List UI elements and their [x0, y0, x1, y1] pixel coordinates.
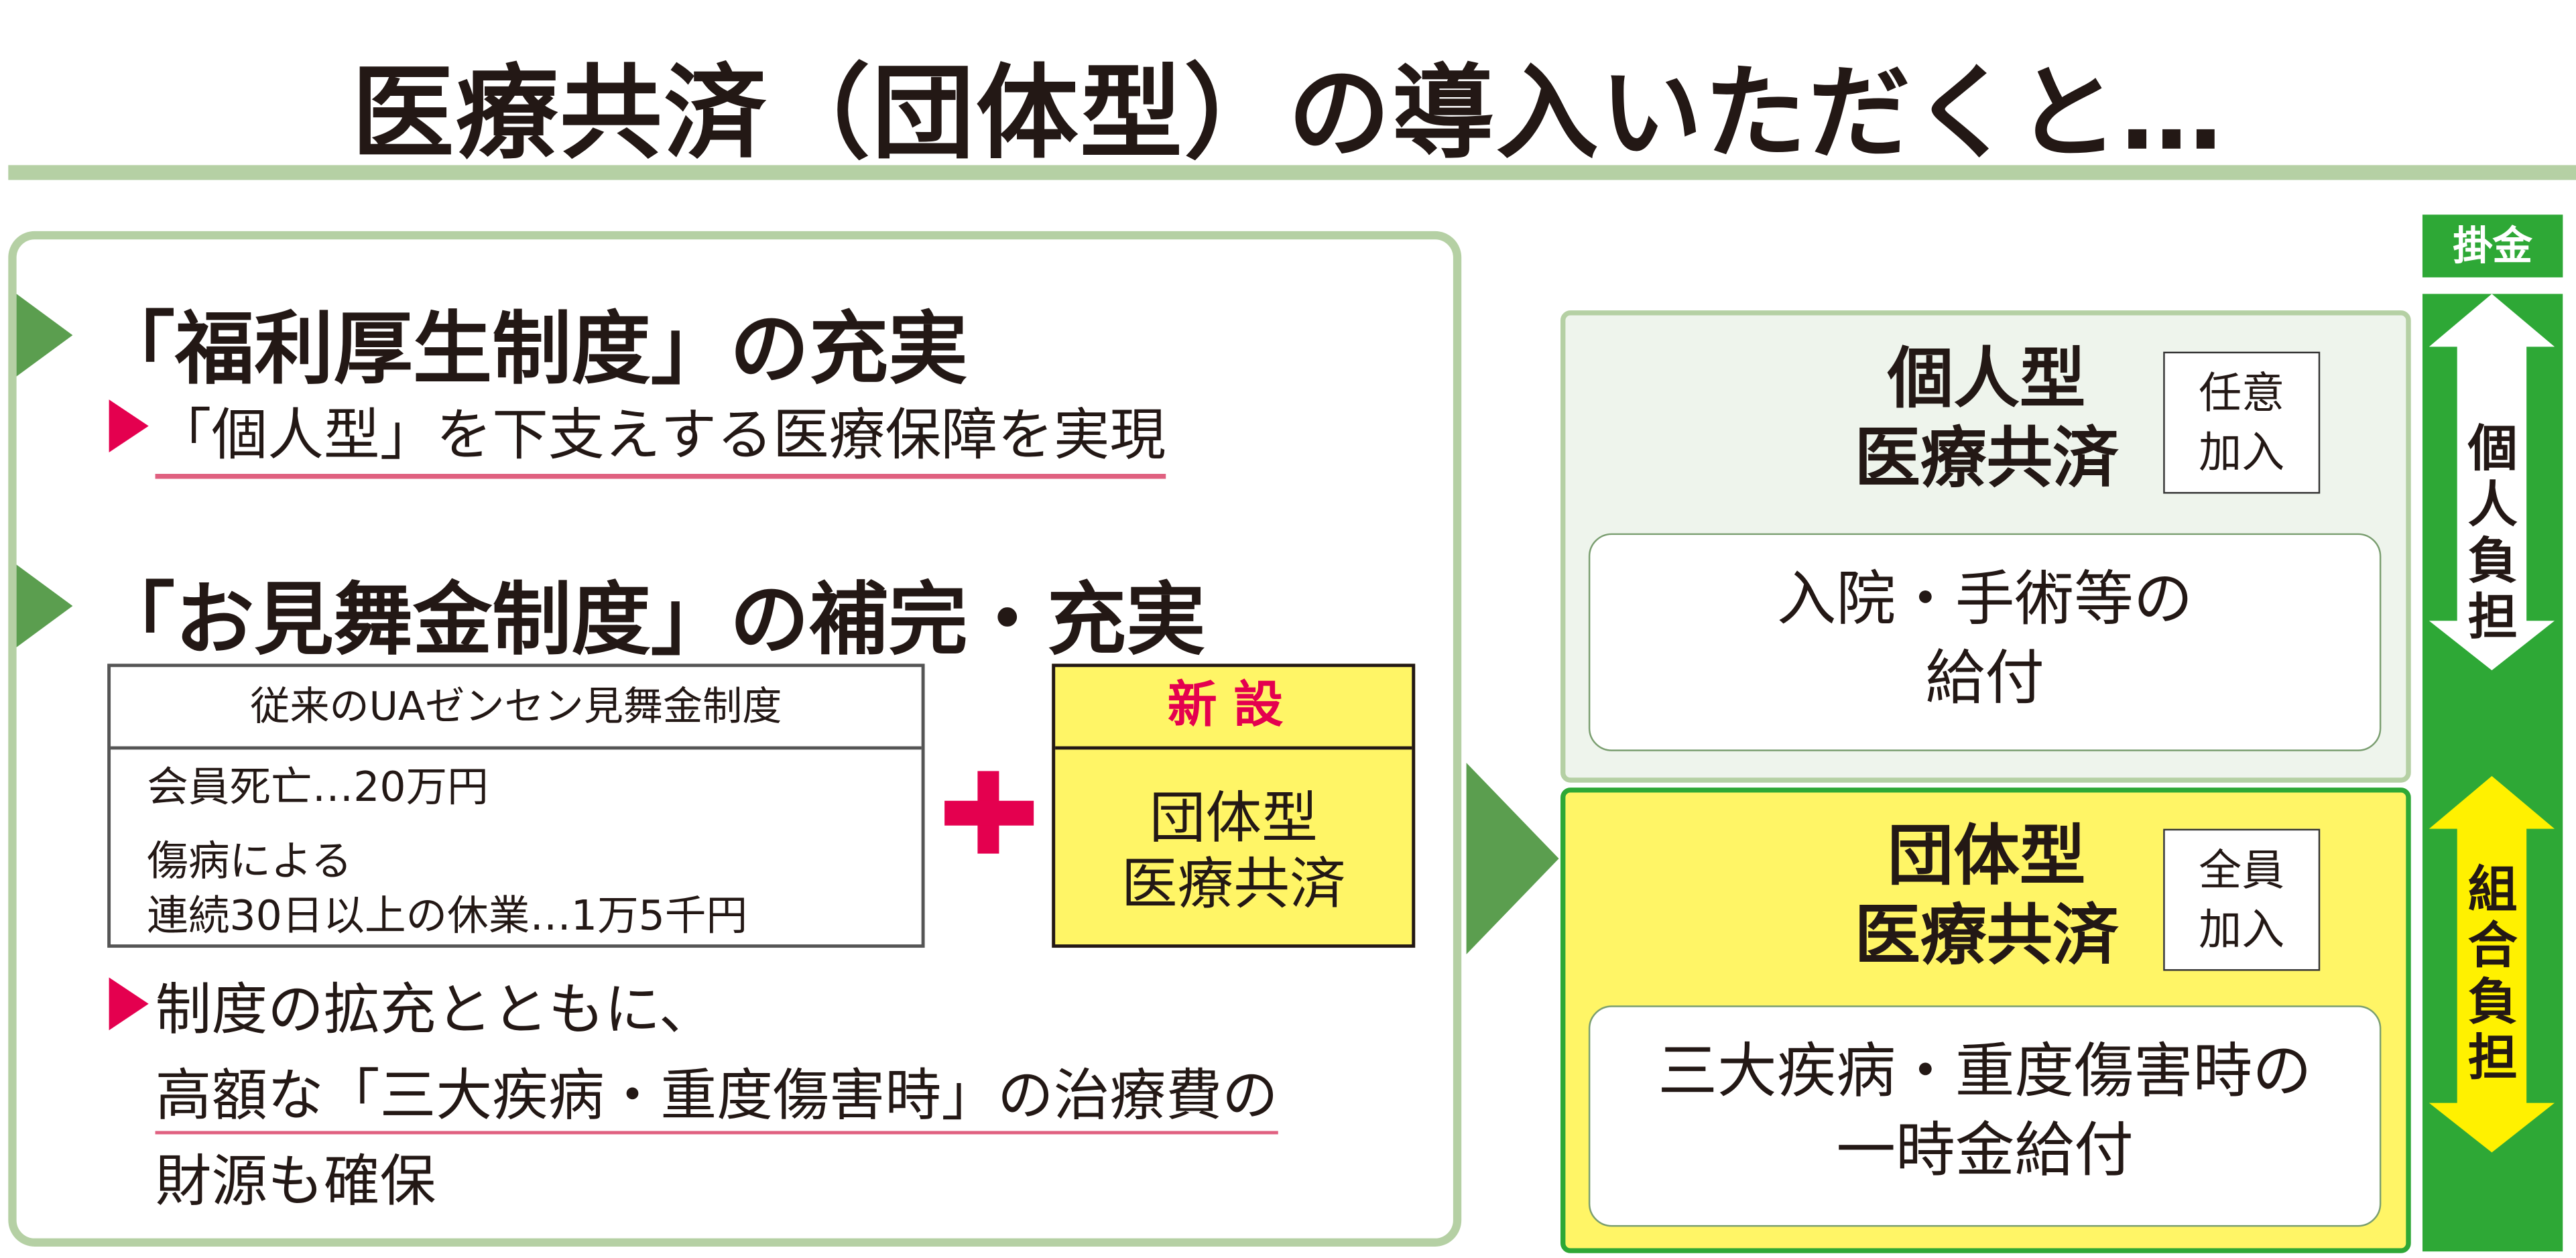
- old-system-leave: 連続30日以上の休業…1万5千円: [147, 891, 748, 940]
- pink-triangle-bullet-icon: [109, 399, 149, 452]
- mandatory-enrollment-tag: 全員 加入: [2163, 828, 2321, 971]
- benefit-line1: 三大疾病・重度傷害時の: [1658, 1038, 2312, 1107]
- plus-icon: [944, 771, 1034, 854]
- tag-line1: 全員: [2199, 846, 2285, 897]
- union-burden-char: 合: [2467, 918, 2518, 976]
- union-burden-char: 担: [2467, 1030, 2518, 1088]
- note-line2: 高額な「三大疾病・重度傷害時」の治療費の: [155, 1062, 1278, 1135]
- union-burden-char: 負: [2467, 974, 2518, 1032]
- individual-plan-box: 個人型 医療共済 任意 加入 入院・手術等の 給付: [1560, 310, 2411, 783]
- individual-burden-char: 担: [2467, 589, 2518, 647]
- right-arrow-icon: [1466, 763, 1559, 954]
- individual-burden-char: 個: [2467, 421, 2518, 479]
- old-system-table: 従来のUAゼンセン見舞金制度 会員死亡…20万円 傷病による 連続30日以上の休…: [107, 664, 925, 948]
- tag-line2: 加入: [2199, 906, 2285, 956]
- new-system-box: 新設 団体型 医療共済: [1052, 664, 1416, 948]
- group-plan-box: 団体型 医療共済 全員 加入 三大疾病・重度傷害時の 一時金給付: [1560, 788, 2411, 1253]
- benefit-line1: 入院・手術等の: [1776, 566, 2193, 634]
- old-system-death: 会員死亡…20万円: [147, 763, 489, 811]
- premium-label: 掛金: [2422, 214, 2563, 277]
- title-divider: [8, 165, 2576, 180]
- heading-welfare: 「福利厚生制度」の充実: [95, 304, 968, 397]
- sub-individual-support: 「個人型」を下支えする医療保障を実現: [155, 389, 1166, 479]
- group-title1: 団体型: [1887, 818, 2086, 895]
- note-line1: 制度の拡充とともに、: [155, 977, 715, 1044]
- individual-title2: 医療共済: [1854, 421, 2119, 497]
- green-triangle-bullet-icon: [16, 564, 73, 647]
- group-benefit-box: 三大疾病・重度傷害時の 一時金給付: [1588, 1005, 2382, 1227]
- individual-title1: 個人型: [1887, 341, 2086, 418]
- tag-line1: 任意: [2199, 369, 2285, 420]
- optional-enrollment-tag: 任意 加入: [2163, 351, 2321, 494]
- pink-triangle-bullet-icon: [109, 977, 149, 1031]
- note-line3: 財源も確保: [155, 1149, 436, 1216]
- heading-sympathy: 「お見舞金制度」の補完・充実: [95, 574, 1206, 668]
- benefit-line2: 一時金給付: [1836, 1117, 2134, 1186]
- individual-benefit-box: 入院・手術等の 給付: [1588, 533, 2382, 751]
- group-title2: 医療共済: [1854, 898, 2119, 974]
- page-title: 医療共済（団体型）の導入いただくと…: [351, 52, 2225, 174]
- union-burden-char: 組: [2467, 861, 2518, 920]
- double-arrows-icon: [2422, 294, 2563, 1252]
- old-system-header: 従来のUAゼンセン見舞金制度: [111, 667, 922, 750]
- green-triangle-bullet-icon: [16, 294, 73, 377]
- new-system-line1: 団体型: [1149, 785, 1318, 853]
- tag-line2: 加入: [2199, 429, 2285, 479]
- new-system-line2: 医療共済: [1121, 852, 1346, 918]
- old-system-injury: 傷病による: [147, 836, 353, 885]
- individual-burden-char: 負: [2467, 533, 2518, 591]
- burden-bar: 個 人 負 担 組 合 負 担: [2422, 294, 2563, 1252]
- new-system-header: 新設: [1055, 667, 1412, 750]
- benefit-line2: 給付: [1925, 645, 2044, 714]
- individual-burden-char: 人: [2467, 477, 2518, 536]
